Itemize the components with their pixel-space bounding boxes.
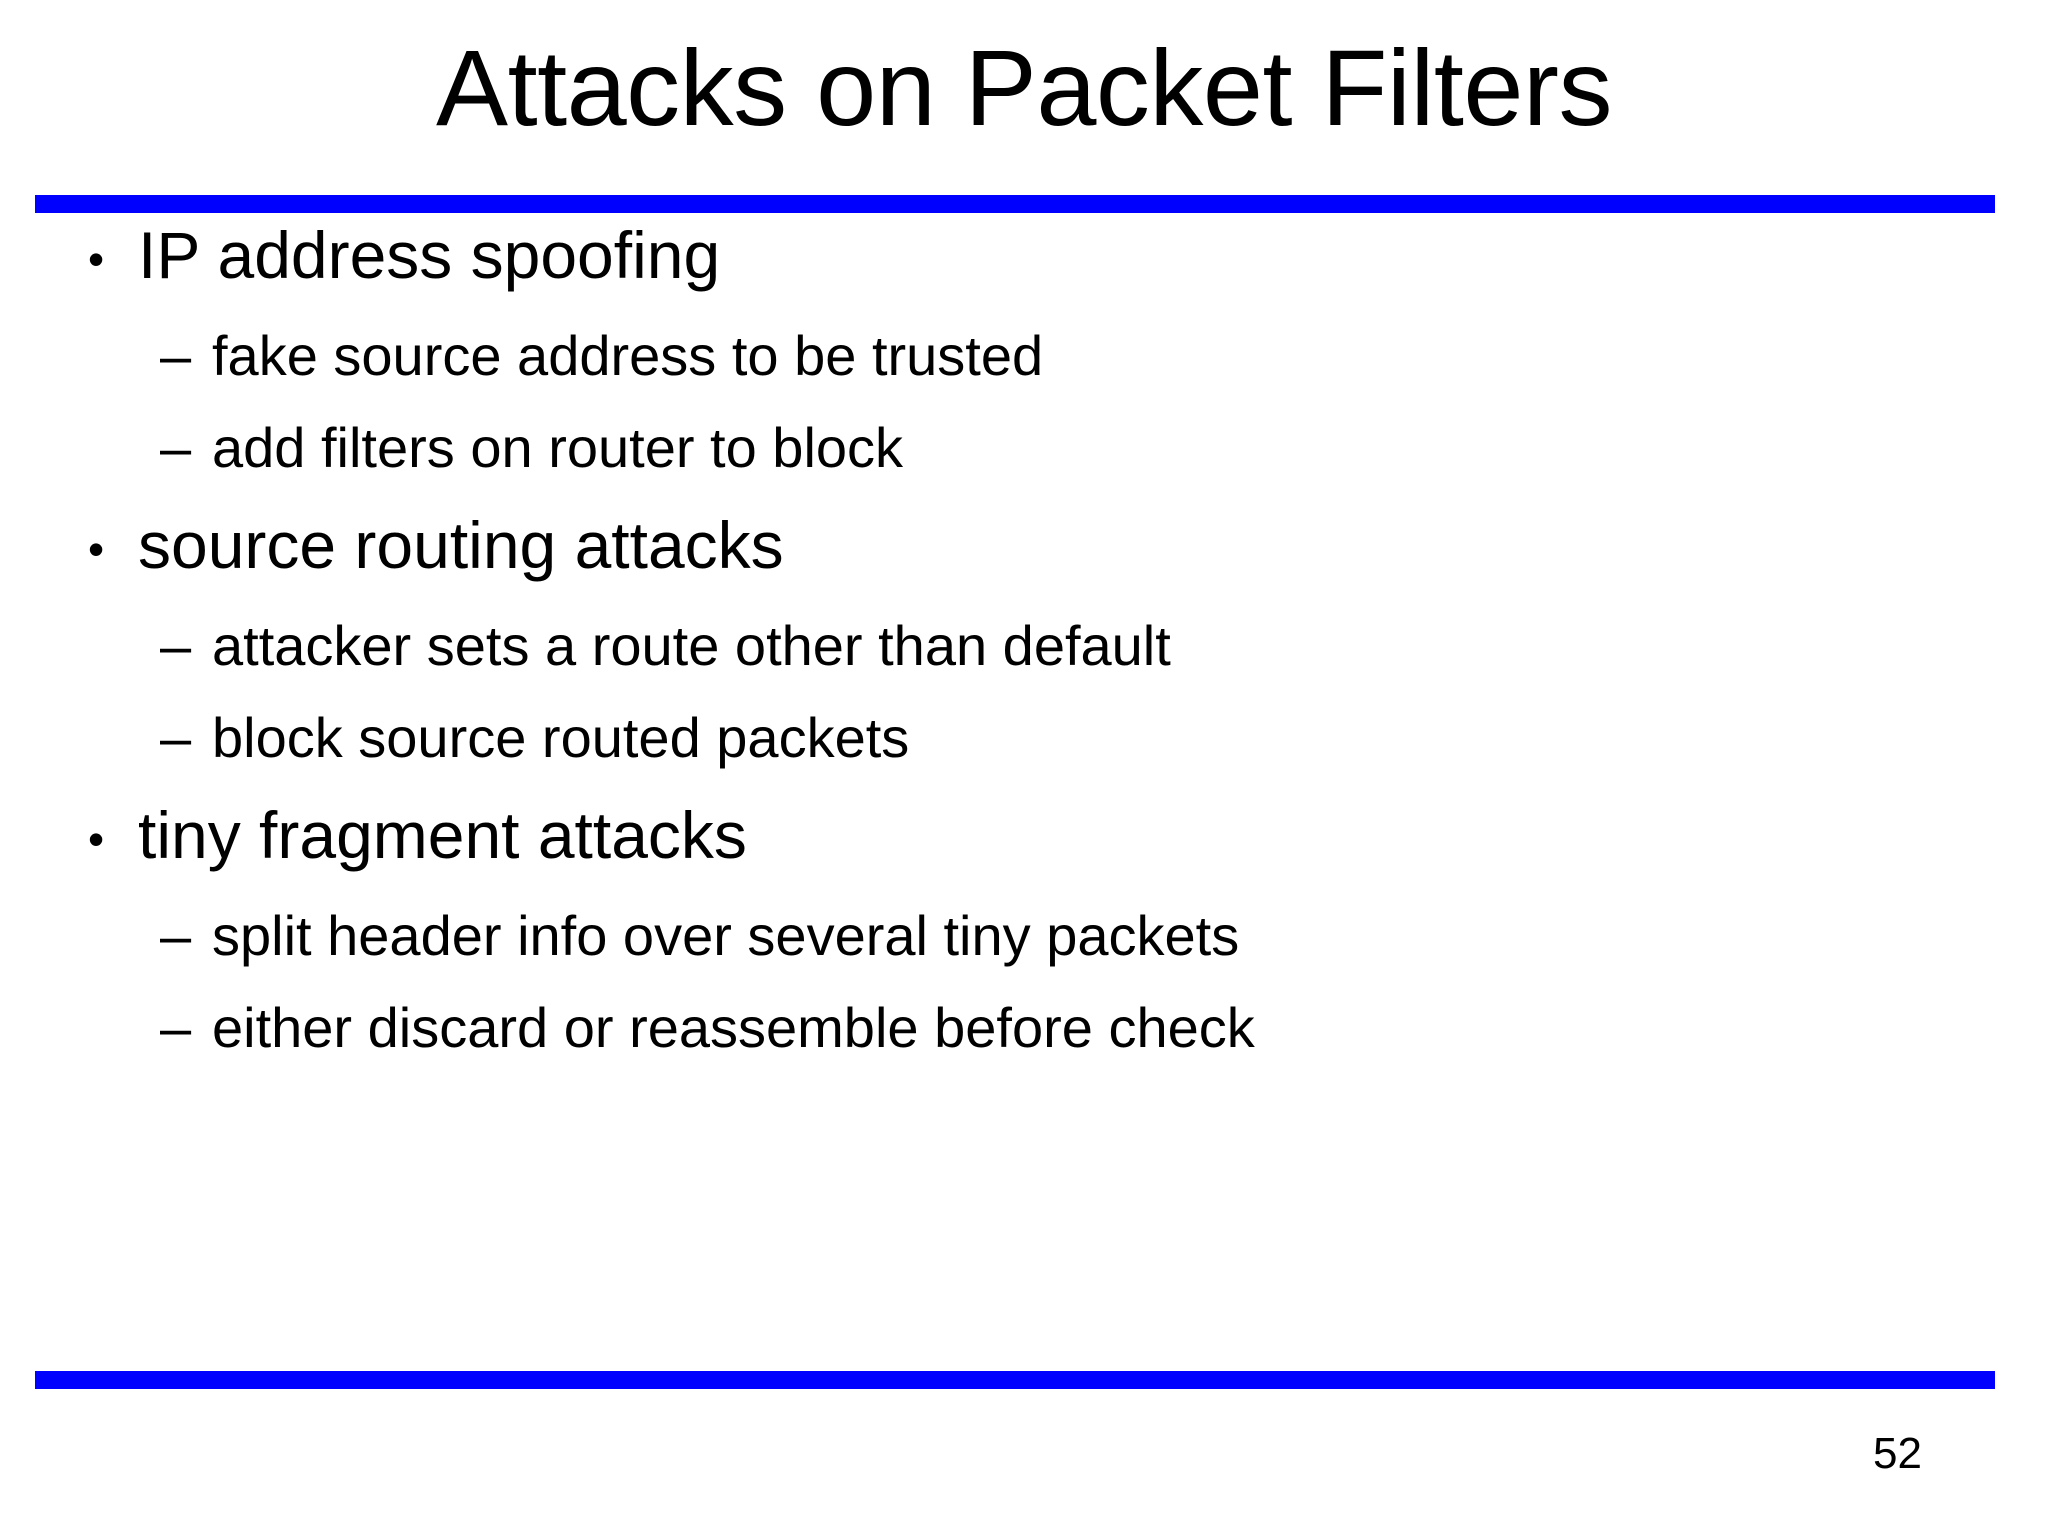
list-item: • tiny fragment attacks: [0, 802, 2048, 908]
list-item-label: add filters on router to block: [212, 416, 904, 479]
page-title: Attacks on Packet Filters: [436, 27, 1612, 148]
list-item: – add filters on router to block: [0, 420, 2048, 512]
list-item: – either discard or reassemble before ch…: [0, 1000, 2048, 1092]
title-divider-rule-top: [35, 195, 1995, 213]
list-item-label: fake source address to be trusted: [212, 324, 1044, 387]
bullet-icon: •: [88, 523, 105, 575]
list-item-label: IP address spoofing: [138, 218, 721, 292]
list-item-label: split header info over several tiny pack…: [212, 904, 1240, 967]
dash-icon: –: [160, 416, 192, 479]
bullet-icon: •: [88, 813, 105, 865]
bullet-icon: •: [88, 233, 105, 285]
bullet-list: • IP address spoofing – fake source addr…: [0, 222, 2048, 1092]
footer-divider-rule-bottom: [35, 1371, 1995, 1389]
dash-icon: –: [160, 706, 192, 769]
dash-icon: –: [160, 904, 192, 967]
list-item: – attacker sets a route other than defau…: [0, 618, 2048, 710]
page-number: 52: [1873, 1429, 1922, 1478]
list-item: • IP address spoofing: [0, 222, 2048, 328]
list-item: – fake source address to be trusted: [0, 328, 2048, 420]
list-item-label: tiny fragment attacks: [138, 798, 747, 872]
dash-icon: –: [160, 996, 192, 1059]
list-item: – split header info over several tiny pa…: [0, 908, 2048, 1000]
dash-icon: –: [160, 614, 192, 677]
list-item-label: source routing attacks: [138, 508, 784, 582]
list-item: – block source routed packets: [0, 710, 2048, 802]
dash-icon: –: [160, 324, 192, 387]
list-item-label: block source routed packets: [212, 706, 910, 769]
list-item-label: attacker sets a route other than default: [212, 614, 1171, 677]
list-item-label: either discard or reassemble before chec…: [212, 996, 1255, 1059]
list-item: • source routing attacks: [0, 512, 2048, 618]
